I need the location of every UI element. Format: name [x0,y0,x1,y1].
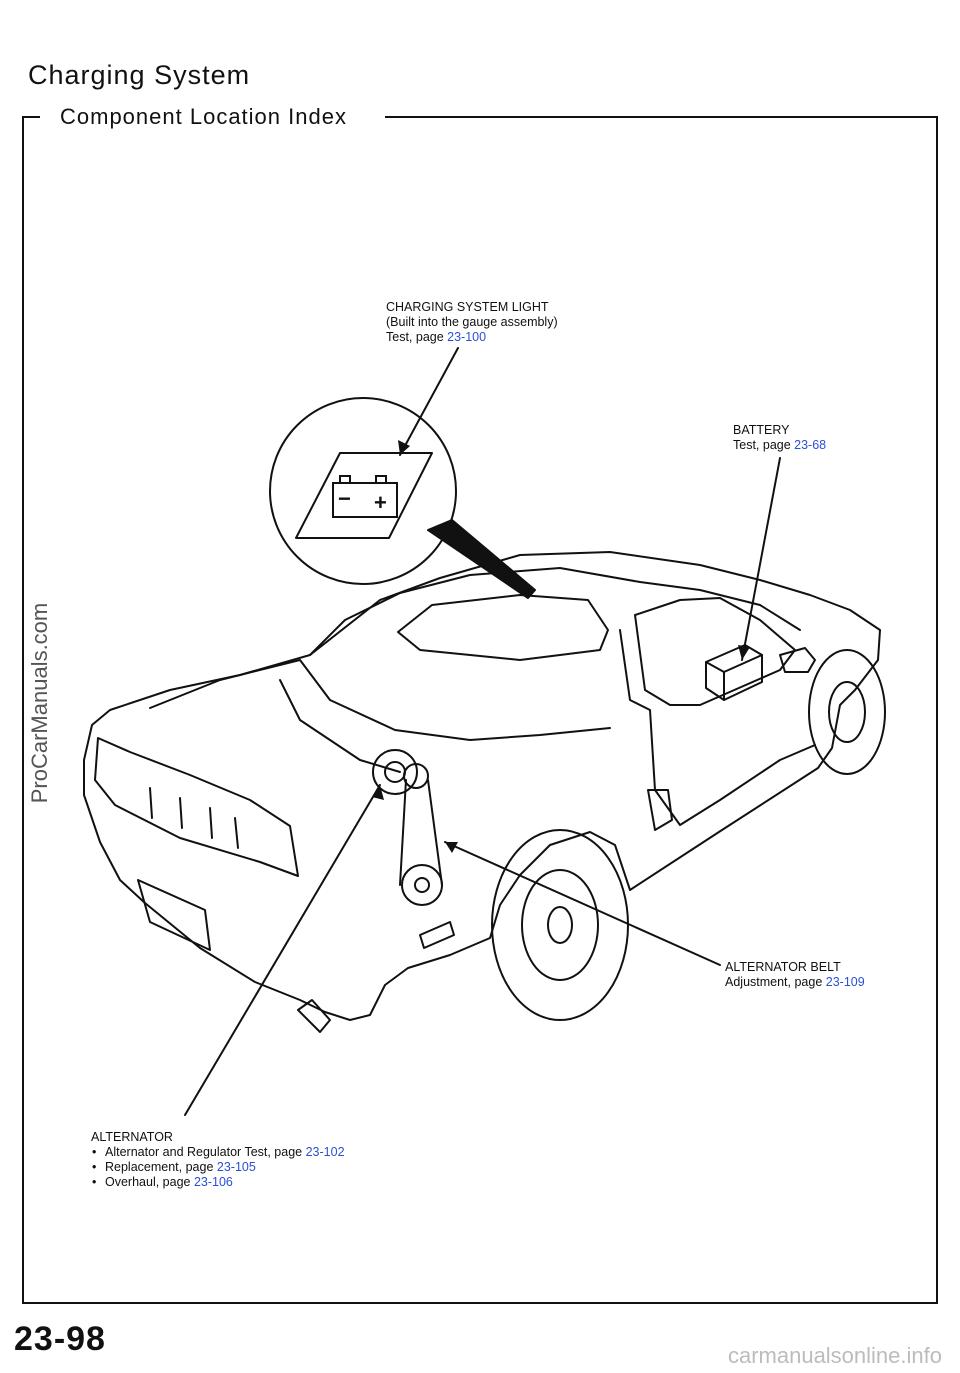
exhaust [297,999,331,1033]
callout-battery: BATTERY Test, page 23-68 [733,423,826,453]
side-window [634,597,796,706]
callout-alternator: ALTERNATOR Alternator and Regulator Test… [91,1130,345,1190]
crank-pulley [401,864,443,906]
leader-alternator-belt [444,841,721,966]
list-item: Alternator and Regulator Test, page 23-1… [92,1145,345,1160]
charging-light-action: Test, page [386,330,448,344]
tail-light-bar [94,737,299,877]
rear-deck [149,659,611,741]
front-wheel [808,649,886,775]
list-item: Overhaul, page 23-106 [92,1175,345,1190]
watermark-bottom: carmanualsonline.info [727,1343,942,1368]
inset-callout-wedge [427,519,536,599]
battery-page-link[interactable]: 23-68 [794,438,827,452]
callout-charging-light: CHARGING SYSTEM LIGHT (Built into the ga… [386,300,558,345]
page-number: 23-98 [14,1320,106,1358]
page-title: Charging System [28,60,251,90]
battery-symbol-icon [332,475,398,518]
battery-block [705,644,763,701]
callout-alternator-belt: ALTERNATOR BELT Adjustment, page 23-109 [725,960,865,990]
alternator-overhaul-page-link[interactable]: 23-106 [193,1175,233,1189]
battery-minus-sign: − [338,486,351,511]
alternator-pulley [403,763,429,789]
inset-circle [269,397,457,585]
car-body-outline [83,551,881,1021]
car-roof [309,567,801,656]
alternator-belt-page-link[interactable]: 23-109 [825,975,865,989]
alternator-procedure-list: Alternator and Regulator Test, page 23-1… [91,1145,345,1190]
alternator-body [372,749,418,795]
alternator-test-page-link[interactable]: 23-102 [305,1145,345,1159]
battery-name: BATTERY [733,423,790,437]
alternator-belt-shape [399,779,443,886]
alternator-name: ALTERNATOR [91,1130,173,1144]
inset-gauge-panel [295,452,433,539]
charging-light-page-link[interactable]: 23-100 [447,330,487,344]
diagram-frame [22,116,938,1304]
section-subtitle: Component Location Index [60,104,359,130]
charging-light-name: CHARGING SYSTEM LIGHT [386,300,549,314]
battery-action: Test, page [733,438,795,452]
battery-plus-sign: + [374,490,387,515]
alternator-belt-action: Adjustment, page [725,975,826,989]
charging-light-note: (Built into the gauge assembly) [386,315,558,329]
list-item: Replacement, page 23-105 [92,1160,345,1175]
alternator-replacement-page-link[interactable]: 23-105 [216,1160,256,1174]
leader-alternator [184,784,381,1116]
rear-wheel [491,829,629,1021]
side-mirror [779,647,816,673]
rear-window [397,594,609,661]
alternator-belt-name: ALTERNATOR BELT [725,960,841,974]
watermark-side: ProCarManuals.com [27,602,52,804]
license-plate [137,879,211,951]
leader-charging-light [399,347,459,456]
leader-battery [741,457,781,661]
